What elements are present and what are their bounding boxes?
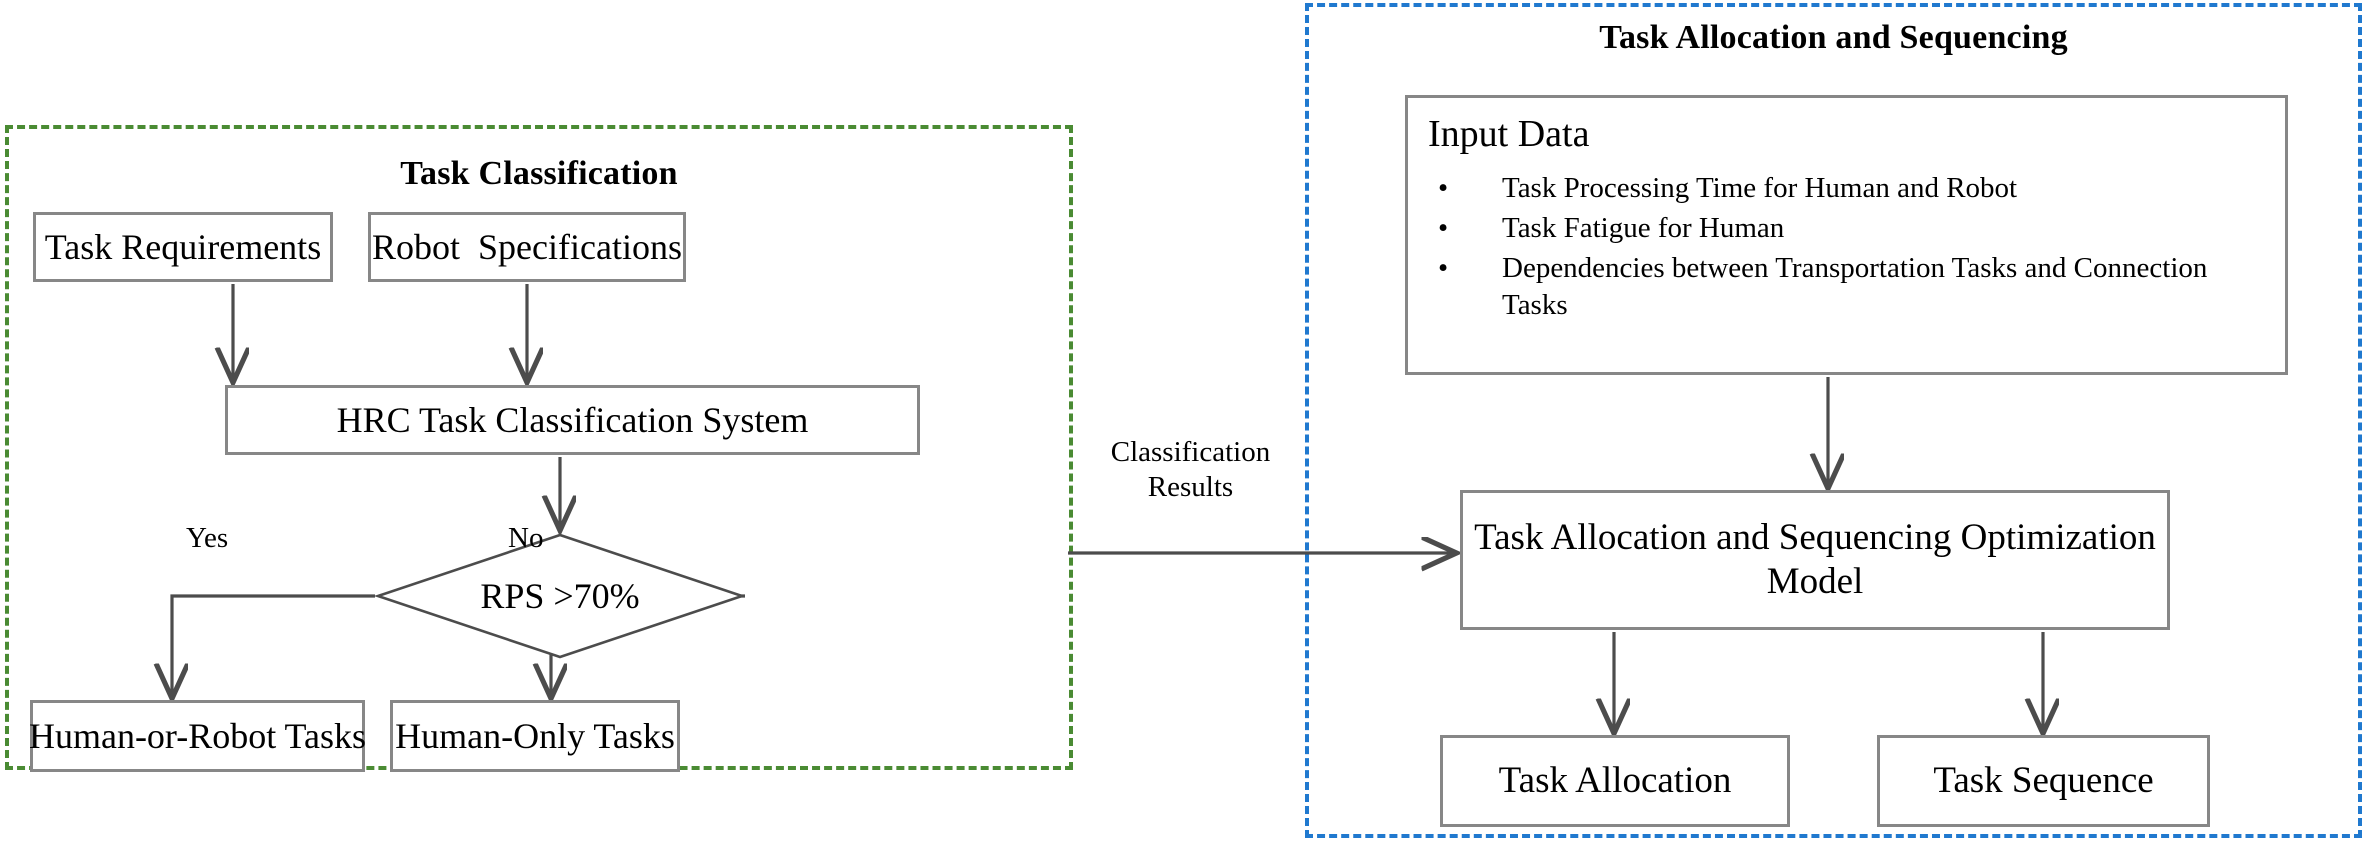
node-task-requirements[interactable]: Task Requirements <box>33 212 333 282</box>
edge-label-yes: Yes <box>186 522 229 554</box>
node-input-data[interactable]: Input Data • Task Processing Time for Hum… <box>1405 95 2288 375</box>
node-robot-specifications[interactable]: Robot Specifications <box>368 212 686 282</box>
input-data-bullet-text: Task Fatigue for Human <box>1502 211 1785 244</box>
node-human-only-tasks[interactable]: Human-Only Tasks <box>390 700 680 772</box>
decision-diamond-shape <box>375 533 745 659</box>
input-data-heading: Input Data <box>1428 113 1590 155</box>
bullet-dot-icon: • <box>1438 252 1449 285</box>
task-classification-title: Task Classification <box>400 155 678 192</box>
classification-results-line2: Results <box>1147 471 1234 504</box>
node-decision-rps[interactable]: RPS >70% <box>375 532 745 660</box>
input-data-bullet-text: Dependencies between Transportation Task… <box>1502 252 2208 322</box>
input-data-bullet-item: • Task Fatigue for Human <box>1432 210 2267 247</box>
input-data-bullet-item: • Task Processing Time for Human and Robo… <box>1432 170 2267 207</box>
decision-label: RPS >70% <box>480 576 640 616</box>
node-hrc-task-classification-system[interactable]: HRC Task Classification System <box>225 385 920 455</box>
bullet-dot-icon: • <box>1438 211 1449 244</box>
node-task-sequence[interactable]: Task Sequence <box>1877 735 2210 827</box>
node-human-or-robot-tasks[interactable]: Human-or-Robot Tasks <box>29 700 366 772</box>
edge-label-no: No <box>508 522 544 554</box>
classification-results-line1: Classification <box>1110 436 1271 468</box>
input-data-bullet-text: Task Processing Time for Human and Robot <box>1502 171 2018 204</box>
bullet-dot-icon: • <box>1438 171 1449 204</box>
input-data-bullet-item: • Dependencies between Transportation Tas… <box>1432 250 2267 324</box>
node-optimization-model[interactable]: Task Allocation and Sequencing Optimizat… <box>1460 490 2170 630</box>
input-data-bullet-list: • Task Processing Time for Human and Robo… <box>1426 170 2267 324</box>
classification-results-label: Classification Results <box>1078 435 1303 506</box>
node-task-allocation[interactable]: Task Allocation <box>1440 735 1790 827</box>
task-allocation-sequencing-title: Task Allocation and Sequencing <box>1599 19 2068 56</box>
task-allocation-sequencing-group: Task Allocation and Sequencing <box>1305 3 2362 838</box>
